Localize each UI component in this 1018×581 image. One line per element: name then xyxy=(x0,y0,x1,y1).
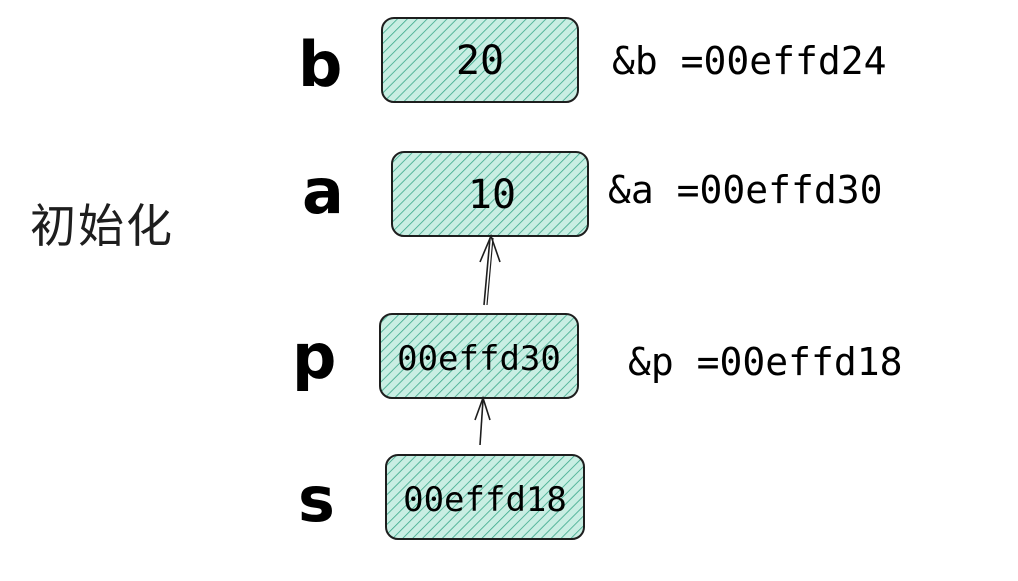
box-s xyxy=(385,454,585,540)
var-name-b: b xyxy=(298,28,342,101)
box-p xyxy=(379,313,579,399)
pointer-arrow-s-to-p xyxy=(474,395,491,446)
var-name-p: p xyxy=(292,320,336,393)
box-b-value: 20 xyxy=(456,38,504,84)
box-b xyxy=(381,17,579,103)
box-a xyxy=(391,151,589,237)
box-p-value: 00effd30 xyxy=(397,339,561,379)
address-a: &a =00effd30 xyxy=(608,168,883,212)
address-p: &p =00effd18 xyxy=(628,340,903,384)
var-name-a: a xyxy=(302,155,344,228)
pointer-arrow-p-to-a xyxy=(479,233,501,306)
address-b: &b =00effd24 xyxy=(612,39,887,83)
diagram-title: 初始化 xyxy=(30,199,174,253)
box-a-value: 10 xyxy=(468,172,516,218)
var-name-s: s xyxy=(298,463,335,536)
box-s-value: 00effd18 xyxy=(403,480,567,520)
